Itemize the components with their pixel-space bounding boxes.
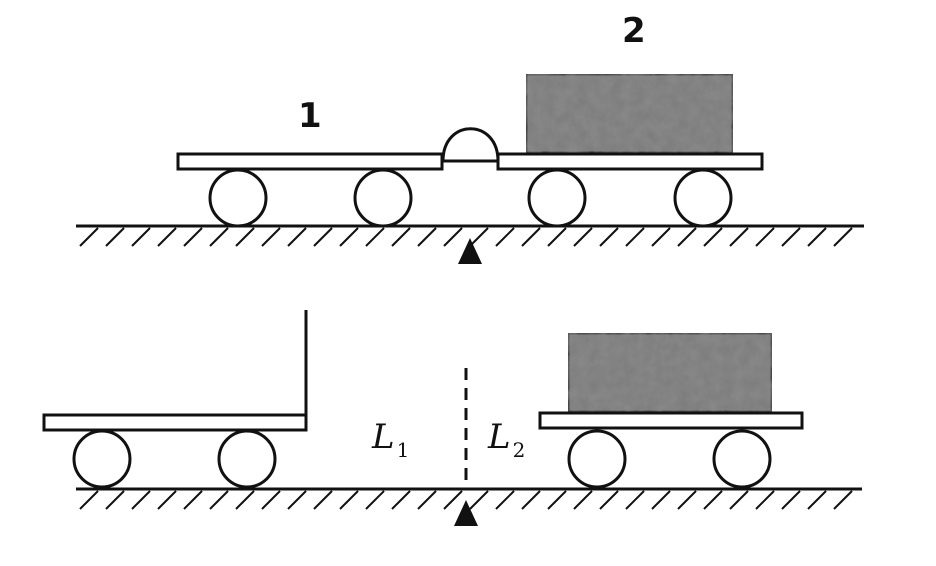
hatch-stroke (443, 227, 463, 247)
hatch-stroke (755, 490, 775, 510)
hatch-stroke (417, 227, 437, 247)
hatch-stroke (469, 490, 489, 510)
hatch-stroke (235, 490, 255, 510)
cart-2-wheel-right (673, 168, 733, 228)
hatch-stroke (573, 227, 593, 247)
top-reference-marker (458, 238, 482, 264)
hatch-stroke (235, 227, 255, 247)
hatch-stroke (625, 490, 645, 510)
hatch-stroke (131, 490, 151, 510)
hatch-stroke (391, 490, 411, 510)
label-L1-subscript: 1 (397, 438, 410, 462)
hatch-stroke (729, 227, 749, 247)
hatch-stroke (547, 490, 567, 510)
cart-1-wheel-right (353, 168, 413, 228)
hatch-stroke (729, 490, 749, 510)
hatch-stroke (287, 490, 307, 510)
hatch-stroke (469, 227, 489, 247)
hatch-stroke (339, 227, 359, 247)
hatch-stroke (781, 227, 801, 247)
hatch-stroke (131, 227, 151, 247)
hatch-stroke (755, 227, 775, 247)
hatch-stroke (807, 227, 827, 247)
hatch-stroke (157, 227, 177, 247)
hatch-stroke (261, 490, 281, 510)
hatch-stroke (105, 227, 125, 247)
cart-2-after-platform (538, 411, 804, 430)
hatch-stroke (157, 490, 177, 510)
hatch-stroke (339, 490, 359, 510)
cart-1 (176, 152, 444, 228)
hatch-stroke (781, 490, 801, 510)
hatch-stroke (183, 227, 203, 247)
cart-1-platform (176, 152, 444, 171)
hatch-stroke (573, 490, 593, 510)
cart-2 (496, 72, 764, 228)
label-L2-subscript: 2 (513, 438, 526, 462)
bottom-reference-marker (454, 500, 478, 526)
hatch-stroke (417, 490, 437, 510)
hatch-stroke (625, 227, 645, 247)
hatch-stroke (79, 227, 99, 247)
hatch-stroke (651, 227, 671, 247)
hatch-stroke (287, 227, 307, 247)
hatch-stroke (677, 490, 697, 510)
hatch-stroke (677, 227, 697, 247)
hatch-stroke (495, 227, 515, 247)
hatch-stroke (313, 227, 333, 247)
hatch-stroke (833, 490, 853, 510)
hatch-stroke (391, 227, 411, 247)
hatch-stroke (313, 490, 333, 510)
hatch-stroke (807, 490, 827, 510)
top-scene: 1 2 (76, 11, 864, 264)
hatch-stroke (547, 227, 567, 247)
hatch-stroke (599, 227, 619, 247)
hatch-stroke (521, 490, 541, 510)
cart-1-after-platform (42, 413, 308, 432)
hatch-stroke (365, 227, 385, 247)
cart-2-after-cargo (566, 331, 774, 414)
hatch-stroke (833, 227, 853, 247)
cart-1-after-wheel-left (72, 429, 132, 489)
cart-2-wheel-left (527, 168, 587, 228)
charge-dome (441, 127, 500, 163)
hatch-stroke (495, 490, 515, 510)
cart-1-label: 1 (298, 96, 322, 136)
label-L2-letter: L (487, 417, 511, 457)
hatch-stroke (443, 490, 463, 510)
bottom-ground (76, 487, 862, 510)
hatch-stroke (703, 490, 723, 510)
cart-2-after (538, 331, 804, 489)
hatch-stroke (365, 490, 385, 510)
cart-2-label: 2 (622, 11, 646, 51)
cart-2-platform (496, 152, 764, 171)
hatch-stroke (183, 490, 203, 510)
top-ground (76, 224, 864, 247)
hatch-stroke (599, 490, 619, 510)
cart-1-wheel-left (208, 168, 268, 228)
hatch-stroke (209, 227, 229, 247)
hatch-stroke (79, 490, 99, 510)
hatch-stroke (261, 227, 281, 247)
bottom-ground-hatching (79, 490, 853, 510)
hatch-stroke (209, 490, 229, 510)
cart-2-after-wheel-right (712, 429, 772, 489)
hatch-stroke (703, 227, 723, 247)
top-ground-hatching (79, 227, 853, 247)
hatch-stroke (105, 490, 125, 510)
hatch-stroke (651, 490, 671, 510)
cart-1-after-wheel-right (217, 429, 277, 489)
cart-2-after-wheel-left (567, 429, 627, 489)
cart-1-after (42, 310, 308, 489)
hatch-stroke (521, 227, 541, 247)
label-L1-letter: L (371, 417, 395, 457)
cart-2-cargo (524, 72, 735, 155)
